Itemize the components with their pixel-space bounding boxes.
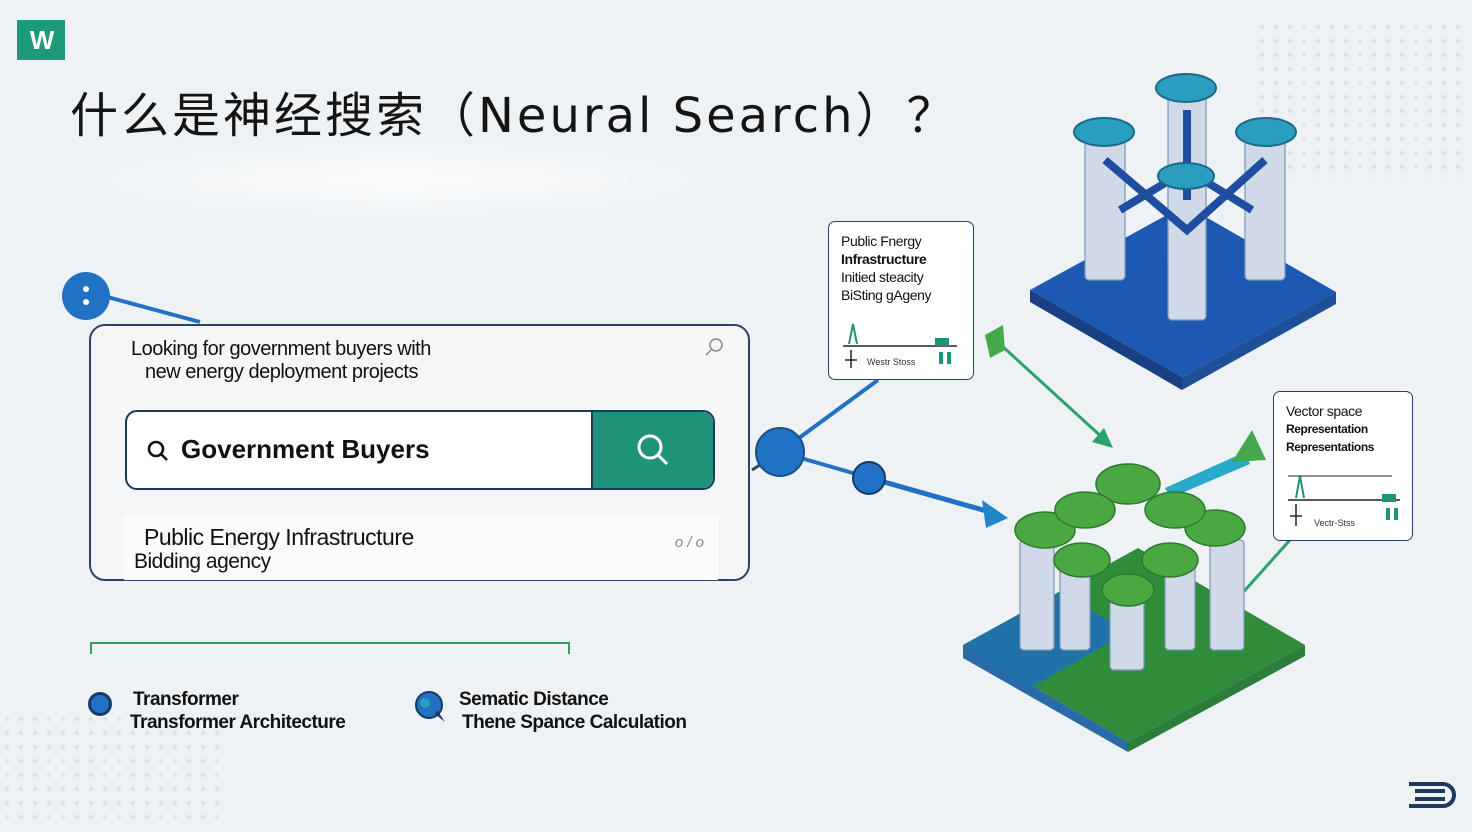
- card-text: Public Fnergy Infrastructure Initied ste…: [841, 232, 961, 304]
- node-circle: [852, 461, 886, 495]
- arrow-head: [982, 500, 1008, 528]
- green-pillar-block: [963, 463, 1305, 752]
- node-circle: [755, 427, 805, 477]
- query-line-2: new energy deployment projects: [145, 361, 418, 383]
- search-input[interactable]: Government Buyers: [181, 434, 430, 464]
- card-footer: Vectr-Stss: [1314, 518, 1356, 528]
- speech-bubble-icon: [415, 691, 445, 722]
- connector-arrow: [988, 333, 1107, 442]
- connector-arrow: [1165, 452, 1250, 498]
- info-card-top: Public Fnergy Infrastructure Initied ste…: [828, 221, 974, 380]
- result-title: Public Energy Infrastructure: [144, 524, 414, 550]
- legend-item-semantic-distance: Sematic Distance Thene Spance Calculatio…: [459, 688, 687, 734]
- card-line: Infrastructure: [841, 251, 927, 267]
- card-line: BiSting gAgeny: [841, 287, 932, 303]
- page-title: 什么是神经搜索（Neural Search）？: [70, 88, 958, 144]
- card-line: Representation: [1286, 422, 1368, 436]
- card-text: Vector space Representation Representati…: [1286, 402, 1400, 456]
- arrow-head: [1232, 430, 1266, 462]
- brand-mark-icon: [1409, 782, 1456, 808]
- result-subtitle: Bidding agency: [134, 550, 271, 573]
- arrow-tail-shape: [985, 325, 1005, 358]
- blue-pillar-block: [1030, 73, 1336, 390]
- circle-node-icon: [88, 692, 112, 716]
- dot-pattern-bottom-left: [0, 712, 220, 822]
- search-button[interactable]: [591, 412, 713, 488]
- connector-arrow: [869, 475, 991, 515]
- legend-subtitle: Thene Spance Calculation: [462, 712, 687, 733]
- legend-subtitle: Transformer Architecture: [130, 712, 346, 733]
- card-line: Vector space: [1286, 403, 1363, 419]
- card-line: Representations: [1286, 440, 1375, 454]
- legend-title: Transformer: [133, 689, 239, 710]
- card-line: Public Fnergy: [841, 233, 922, 249]
- mini-chart-icon: [1288, 475, 1400, 526]
- legend-title: Sematic Distance: [459, 689, 609, 710]
- search-bar[interactable]: Government Buyers: [125, 410, 715, 490]
- legend-item-transformer: Transformer Transformer Architecture: [130, 688, 346, 734]
- arrow-head: [1092, 428, 1113, 448]
- search-icon: [637, 434, 669, 466]
- mini-chart-icon: [843, 323, 957, 368]
- search-result[interactable]: Public Energy Infrastructure Bidding age…: [124, 516, 718, 580]
- section-bracket: [90, 642, 570, 654]
- magnifier-icon[interactable]: [703, 336, 725, 358]
- connector-line: [1236, 538, 1292, 600]
- brand-logo: W: [17, 20, 65, 60]
- connector-line: [99, 293, 201, 324]
- dot-pattern-top-right: [1255, 20, 1465, 180]
- search-icon: [147, 440, 168, 461]
- query-line-1: Looking for government buyers with: [131, 338, 431, 360]
- card-line: Initied steacity: [841, 269, 924, 285]
- title-haze: [60, 140, 740, 220]
- result-more: o / o: [674, 534, 704, 551]
- info-card-right: Vector space Representation Representati…: [1273, 391, 1413, 541]
- node-circle: [62, 272, 110, 320]
- card-footer: Westr Stoss: [867, 357, 916, 367]
- query-text: Looking for government buyers with new e…: [131, 338, 431, 384]
